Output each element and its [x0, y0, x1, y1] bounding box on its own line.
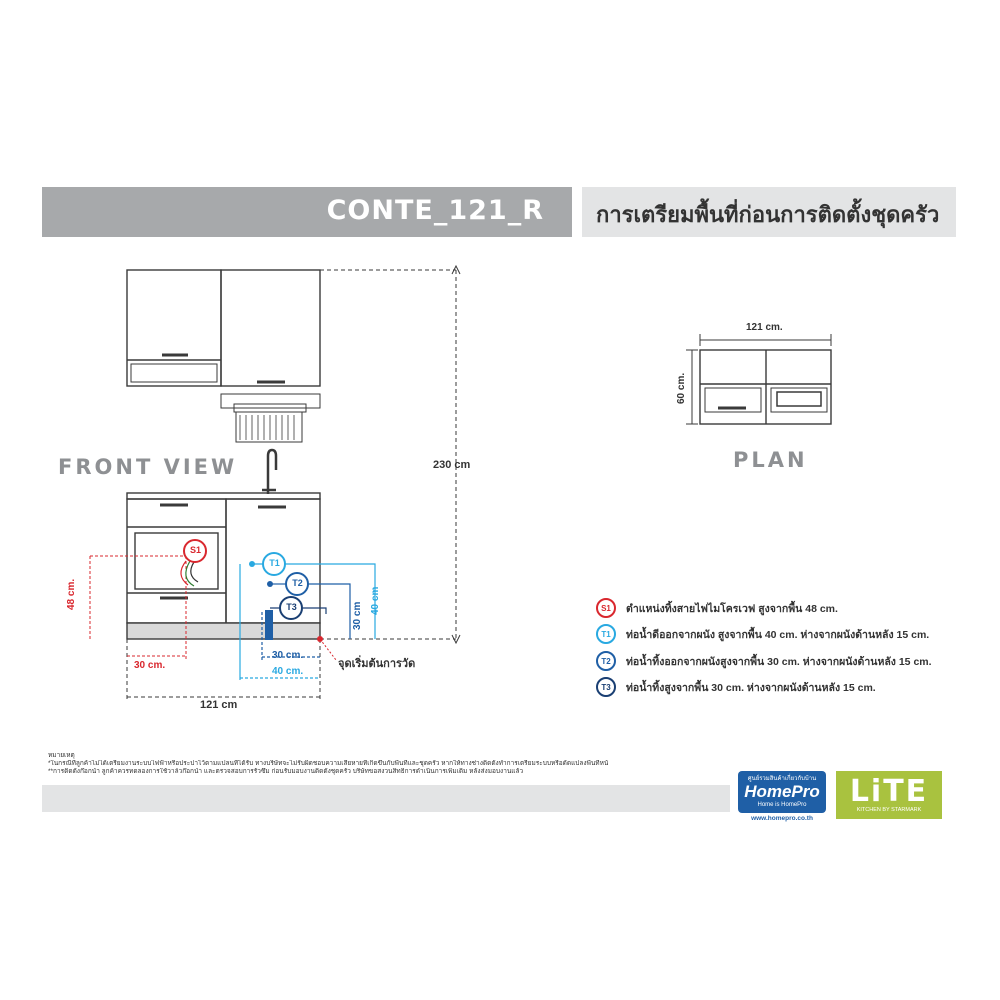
t1-offset-label: 40 cm. — [272, 666, 304, 677]
homepro-slogan: Home is HomePro — [757, 802, 807, 808]
marker-t1 — [262, 552, 286, 576]
lite-name: LiTE — [849, 774, 929, 809]
legend-badge: S1 — [596, 598, 616, 618]
legend-item-s1: S1 ตำแหน่งทิ้งสายไฟไมโครเวฟ สูงจากพื้น 4… — [596, 597, 838, 619]
t2-offset-label: 30 cm. — [272, 650, 304, 661]
legend-item-t1: T1 ท่อน้ำดีออกจากผนัง สูงจากพื้น 40 cm. … — [596, 623, 929, 645]
marker-t3 — [279, 596, 303, 620]
lite-logo: LiTE KITCHEN BY STARMARK — [836, 771, 942, 819]
marker-t2 — [285, 572, 309, 596]
lite-subtitle: KITCHEN BY STARMARK — [856, 807, 922, 813]
plan-depth-label: 60 cm. — [676, 372, 687, 404]
upper-cabinet-right — [220, 269, 321, 387]
homepro-tagline-top: ศูนย์รวมสินค้าเกี่ยวกับบ้าน — [747, 776, 817, 782]
title-header-bar: การเตรียมพื้นที่ก่อนการติดตั้งชุดครัว — [582, 187, 956, 237]
model-name: CONTE_121_R — [326, 195, 544, 226]
countertop — [126, 492, 321, 500]
model-header-bar: CONTE_121_R — [42, 187, 572, 237]
total-width-label: 121 cm — [200, 699, 238, 711]
start-point-label: จุดเริ่มต้นการวัด — [338, 658, 416, 670]
legend-text: ตำแหน่งทิ้งสายไฟไมโครเวฟ สูงจากพื้น 48 c… — [626, 602, 838, 615]
t2-height-label: 30 cm — [352, 601, 363, 630]
notes-heading: หมายเหตุ — [48, 752, 75, 759]
dish-rack — [235, 411, 303, 443]
legend-text: ท่อน้ำดีออกจากผนัง สูงจากพื้น 40 cm. ห่า… — [626, 628, 930, 641]
legend-text: ท่อน้ำทิ้งสูงจากพื้น 30 cm. ห่างจากผนังด… — [626, 681, 876, 694]
notes-line-1: *ในกรณีที่ลูกค้าไม่ได้เตรียมงานระบบไฟฟ้า… — [48, 760, 608, 767]
marker-t2-label: T2 — [292, 578, 303, 588]
marker-s1 — [183, 539, 207, 563]
marker-t3-label: T3 — [286, 602, 297, 612]
s1-offset-label: 30 cm. — [134, 660, 166, 671]
faucet — [266, 448, 278, 494]
plan-width-label: 121 cm. — [746, 322, 783, 333]
legend-badge: T2 — [596, 651, 616, 671]
base-cabinet-left — [126, 498, 227, 624]
front-view-label: FRONT VIEW — [58, 455, 238, 479]
notes: หมายเหตุ *ในกรณีที่ลูกค้าไม่ได้เตรียมงาน… — [48, 752, 608, 776]
legend-badge: T1 — [596, 624, 616, 644]
marker-s1-label: S1 — [189, 545, 201, 555]
marker-t1-label: T1 — [269, 558, 280, 568]
s1-height-label: 48 cm. — [66, 578, 77, 610]
total-height-label: 230 cm — [433, 459, 471, 471]
upper-cabinet-left — [126, 269, 222, 387]
homepro-logo: ศูนย์รวมสินค้าเกี่ยวกับบ้าน HomePro Home… — [738, 771, 826, 825]
homepro-url: www.homepro.co.th — [751, 815, 813, 822]
legend-badge: T3 — [596, 677, 616, 697]
page-title: การเตรียมพื้นที่ก่อนการติดตั้งชุดครัว — [596, 202, 940, 227]
footer-bar — [42, 785, 730, 812]
notes-line-2: **การติดตั้งก๊อกน้ำ ลูกค้าควรทดลองการใช้… — [48, 768, 524, 775]
plan-label: PLAN — [733, 448, 808, 472]
legend-item-t2: T2 ท่อน้ำทิ้งออกจากผนังสูงจากพื้น 30 cm.… — [596, 650, 932, 672]
legend-text: ท่อน้ำทิ้งออกจากผนังสูงจากพื้น 30 cm. ห่… — [626, 655, 932, 668]
homepro-name: HomePro — [744, 782, 820, 801]
t1-height-label: 40 cm — [370, 586, 381, 615]
legend-item-t3: T3 ท่อน้ำทิ้งสูงจากพื้น 30 cm. ห่างจากผน… — [596, 676, 876, 698]
